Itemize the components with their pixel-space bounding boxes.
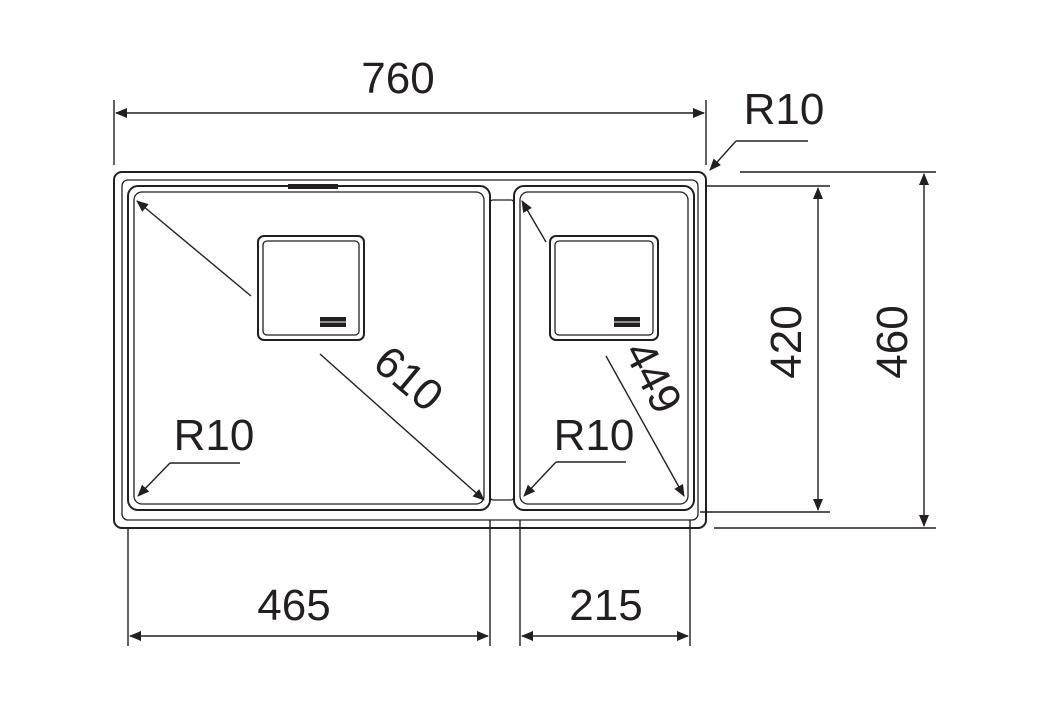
dim-outer-radius: R10 — [709, 85, 825, 171]
dim-overall-width: 760 — [113, 54, 707, 165]
dim-depth-outer: 460 — [714, 171, 936, 529]
left-bowl-inner-edge — [133, 191, 485, 505]
overall-width-label: 760 — [361, 54, 434, 103]
right-bowl — [513, 185, 695, 511]
left-drain-basket — [257, 235, 365, 341]
dim-right-radius: R10 — [523, 411, 635, 497]
depth-outer-label: 460 — [868, 305, 917, 378]
dim-depth-inner: 420 — [700, 185, 830, 513]
right-diagonal-label: 449 — [614, 334, 691, 422]
left-bowl — [127, 185, 491, 511]
depth-inner-label: 420 — [762, 305, 811, 378]
outer-radius-label: R10 — [744, 85, 825, 134]
left-diagonal-label: 610 — [364, 337, 452, 422]
outer-rim — [113, 171, 707, 529]
dim-left-width: 465 — [127, 520, 491, 646]
left-width-label: 465 — [257, 581, 330, 630]
right-radius-label: R10 — [554, 411, 635, 460]
right-bowl-inner-edge — [519, 191, 689, 505]
dim-right-width: 215 — [519, 520, 691, 646]
left-radius-label: R10 — [174, 411, 255, 460]
right-drain-basket — [549, 235, 659, 341]
dim-left-radius: R10 — [137, 411, 255, 497]
right-width-label: 215 — [569, 581, 642, 630]
left-bowl-edge — [127, 185, 491, 511]
inner-rim — [121, 179, 699, 521]
bowl-divider — [489, 199, 515, 501]
